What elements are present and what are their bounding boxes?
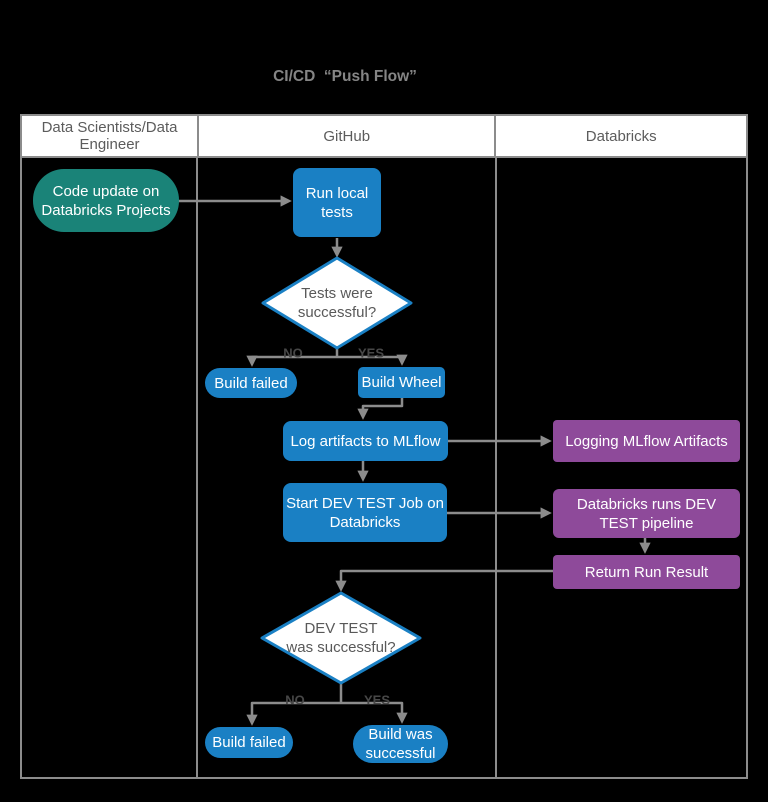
lane-header-databricks-label: Databricks <box>585 127 657 145</box>
edge-decision2-yes-to-build-successful <box>341 701 408 724</box>
lane-header-github: GitHub <box>197 116 495 156</box>
node-return-run-result: Return Run Result <box>553 555 740 589</box>
node-build-failed-1: Build failed <box>205 368 297 398</box>
lane-divider-1 <box>196 158 198 777</box>
node-logging-mlflow-artifacts: Logging MLflow Artifacts <box>553 420 740 462</box>
decision-dev-test-successful-shape <box>260 591 422 685</box>
decision-tests-successful: Tests were successful? <box>297 285 377 321</box>
swimlane-pool: Data Scientists/Data Engineer GitHub Dat… <box>20 114 748 779</box>
node-build-wheel: Build Wheel <box>358 367 445 398</box>
lane-header-databricks: Databricks <box>494 116 746 156</box>
edge-decision1-yes-to-build-wheel <box>337 354 408 366</box>
diagram-title-line1: CI/CD “Push Flow” <box>273 68 417 85</box>
node-build-failed-2: Build failed <box>205 727 293 758</box>
edge-decision2-no-to-build-failed <box>246 701 341 726</box>
node-start-dev-test-job: Start DEV TEST Job on Databricks <box>283 483 447 542</box>
edge-label-no-1: NO <box>283 345 303 361</box>
node-code-update: Code update on Databricks Projects <box>33 169 179 232</box>
edge-label-yes-2: YES <box>363 692 391 708</box>
decision-tests-successful-shape <box>261 256 413 350</box>
lane-divider-2 <box>495 158 497 777</box>
edge-decision1-no-to-build-failed <box>246 355 337 367</box>
edge-build-wheel-to-log-artifacts <box>357 398 404 420</box>
decision-dev-test-successful: DEV TEST was successful? <box>286 620 396 656</box>
lane-header-github-label: GitHub <box>323 127 371 145</box>
lane-header-row: Data Scientists/Data Engineer GitHub Dat… <box>22 116 746 158</box>
edge-label-yes-1: YES <box>357 345 385 361</box>
node-run-local-tests: Run local tests <box>293 168 381 237</box>
lane-header-data-scientists-label: Data Scientists/Data Engineer <box>41 119 178 153</box>
node-databricks-runs-dev-test: Databricks runs DEV TEST pipeline <box>553 489 740 538</box>
node-build-was-successful: Build was successful <box>353 725 448 763</box>
edge-label-no-2: NO <box>285 692 305 708</box>
node-log-artifacts-to-mlflow: Log artifacts to MLflow <box>283 421 448 461</box>
lane-header-data-scientists: Data Scientists/Data Engineer <box>22 116 198 156</box>
edge-return-result-to-decision2 <box>335 569 553 592</box>
